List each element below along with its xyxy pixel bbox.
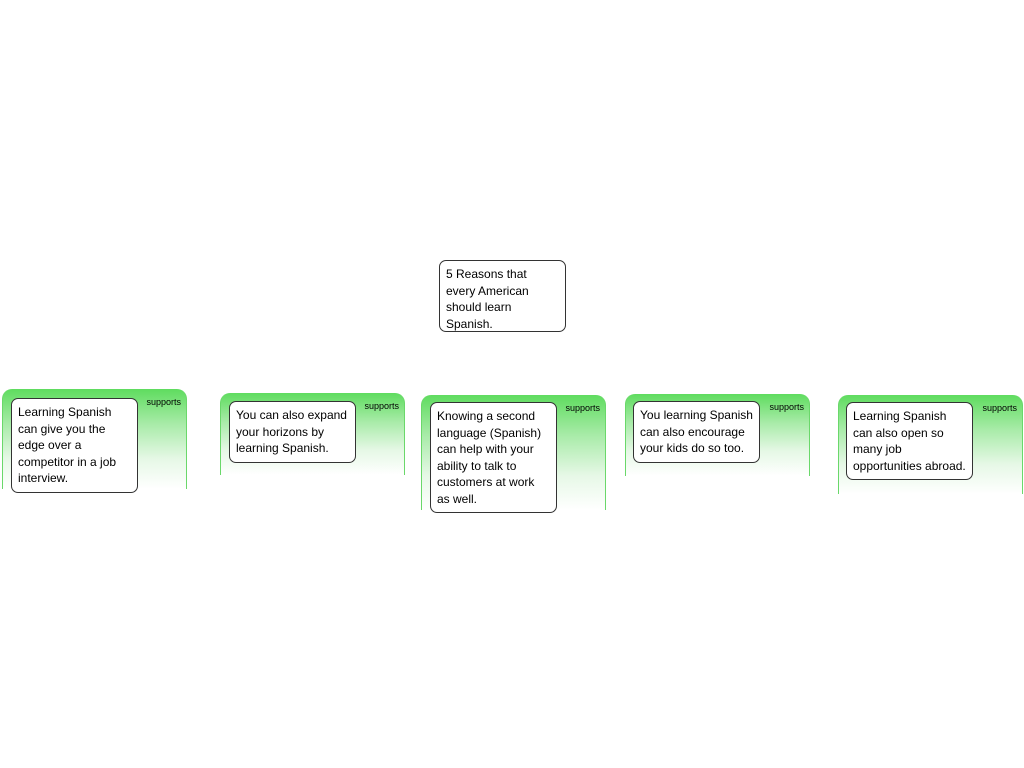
supports-label-1: supports (146, 397, 181, 407)
reason-text-4: You learning Spanish can also encourage … (640, 408, 753, 455)
reason-text-3: Knowing a second language (Spanish) can … (437, 409, 542, 506)
reason-node-3[interactable]: Knowing a second language (Spanish) can … (430, 402, 557, 513)
reason-text-5: Learning Spanish can also open so many j… (853, 409, 966, 473)
support-group-4: supports You learning Spanish can also e… (625, 394, 810, 476)
supports-label-3: supports (565, 403, 600, 413)
main-topic-node[interactable]: 5 Reasons that every American should lea… (439, 260, 566, 332)
reason-node-4[interactable]: You learning Spanish can also encourage … (633, 401, 760, 463)
reason-text-1: Learning Spanish can give you the edge o… (18, 405, 117, 485)
supports-label-5: supports (982, 403, 1017, 413)
support-group-1: supports Learning Spanish can give you t… (2, 389, 187, 493)
main-topic-text: 5 Reasons that every American should lea… (446, 267, 529, 331)
reason-text-2: You can also expand your horizons by lea… (236, 408, 347, 455)
supports-label-2: supports (364, 401, 399, 411)
reason-node-2[interactable]: You can also expand your horizons by lea… (229, 401, 356, 463)
reason-node-1[interactable]: Learning Spanish can give you the edge o… (11, 398, 138, 493)
reason-node-5[interactable]: Learning Spanish can also open so many j… (846, 402, 973, 480)
support-group-5: supports Learning Spanish can also open … (838, 395, 1023, 494)
support-group-3: supports Knowing a second language (Span… (421, 395, 606, 513)
support-group-2: supports You can also expand your horizo… (220, 393, 405, 475)
supports-label-4: supports (769, 402, 804, 412)
